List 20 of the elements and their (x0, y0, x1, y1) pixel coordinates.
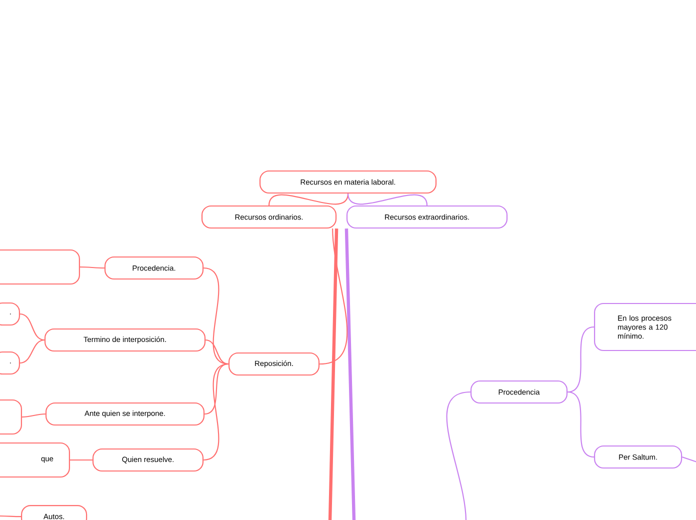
connector (347, 193, 428, 206)
connector (0, 515, 22, 518)
connector (70, 459, 92, 461)
empty-box (0, 399, 22, 435)
connector (328, 228, 338, 520)
connector (268, 193, 349, 206)
connector (567, 391, 594, 458)
connector (203, 363, 229, 461)
connector (205, 339, 229, 365)
empty-box (0, 249, 80, 285)
connector (22, 413, 46, 418)
connector (20, 313, 45, 341)
connector (319, 228, 348, 365)
connector (682, 456, 696, 463)
connector (204, 363, 229, 415)
connector (567, 326, 594, 393)
connector (80, 266, 104, 269)
connector (20, 339, 45, 364)
connector (446, 391, 471, 520)
connector (344, 228, 356, 520)
